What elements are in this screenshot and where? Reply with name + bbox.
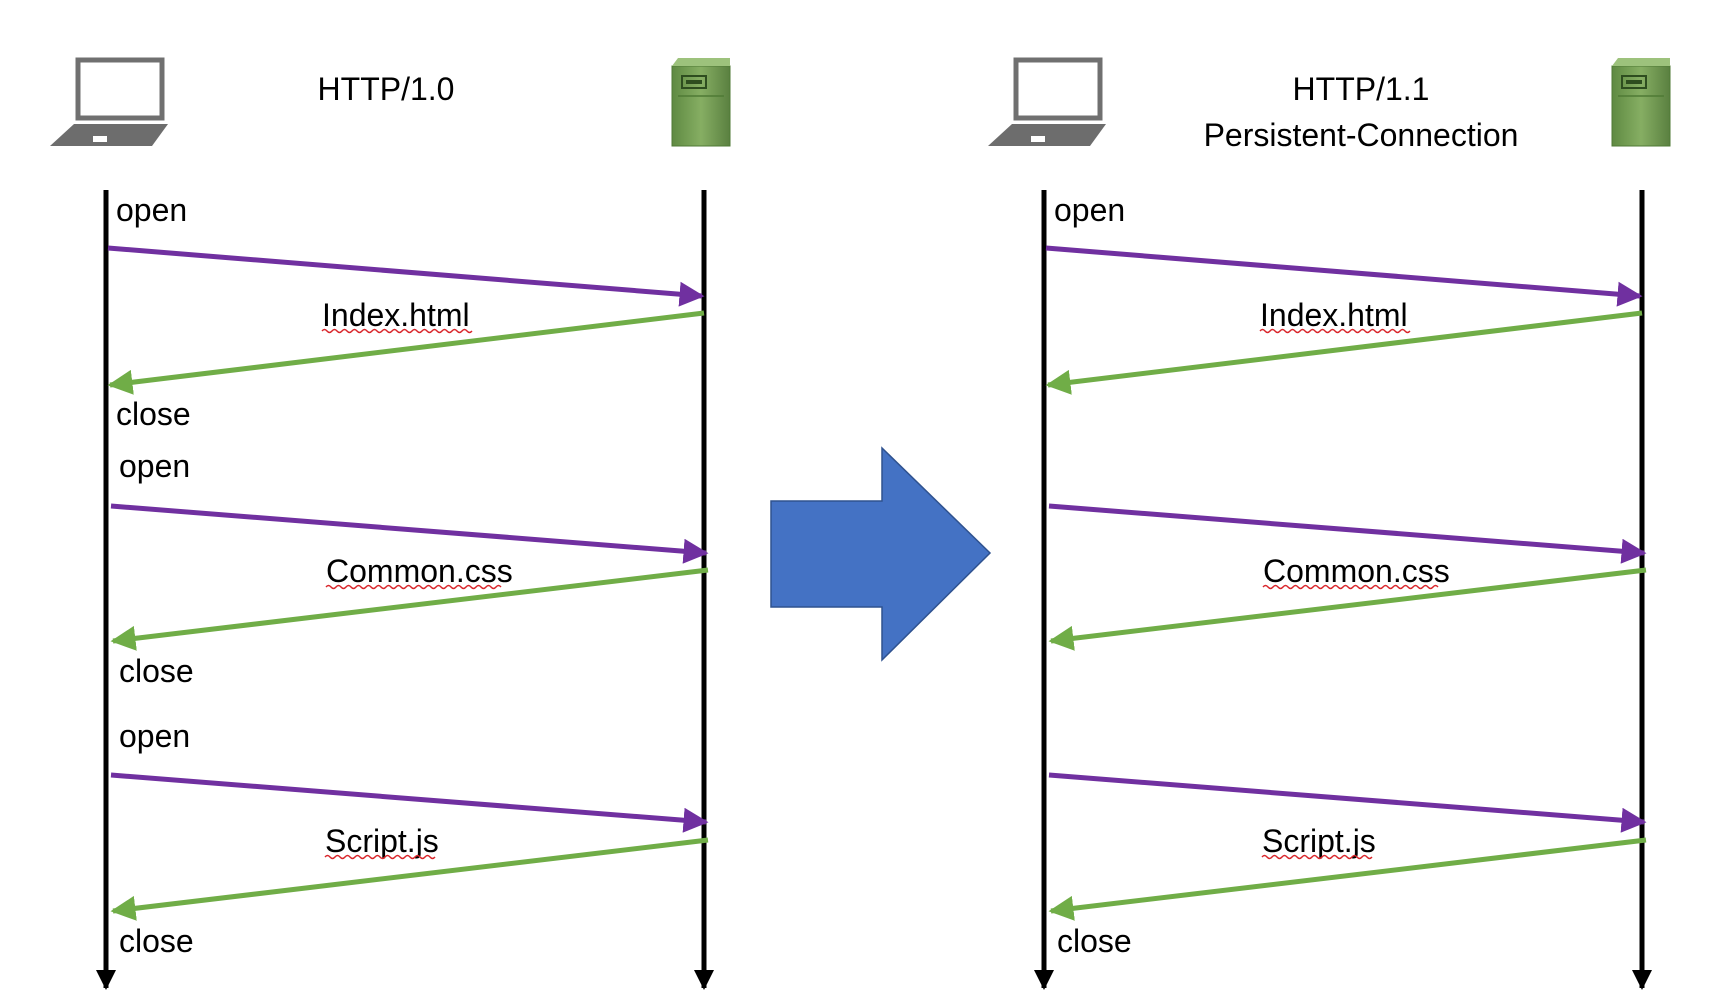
spellcheck-underline: [1261, 854, 1373, 860]
open-label: open: [1054, 192, 1125, 228]
spellcheck-underline: [1262, 584, 1439, 590]
http10-title: HTTP/1.0: [318, 71, 455, 107]
response-arrow: [1045, 310, 1643, 395]
request-arrow: [1048, 772, 1647, 833]
laptop-icon: [50, 57, 168, 146]
request-arrow: [110, 503, 709, 564]
spellcheck-underline: [321, 328, 473, 334]
file-label: Script.js: [325, 823, 439, 859]
response-arrow: [110, 837, 709, 921]
close-label: close: [119, 923, 194, 959]
spellcheck-underline: [324, 854, 436, 860]
panel-http11: HTTP/1.1 Persistent-Connection open Inde…: [988, 57, 1671, 990]
response-arrow: [1048, 567, 1647, 651]
http11-title: HTTP/1.1: [1293, 71, 1430, 107]
close-label: close: [116, 396, 191, 432]
server-icon: [1611, 58, 1671, 147]
http11-subtitle: Persistent-Connection: [1204, 117, 1519, 153]
file-label: Common.css: [326, 553, 513, 589]
close-label: close: [1057, 923, 1132, 959]
request-arrow: [107, 245, 705, 307]
response-arrow: [107, 310, 705, 395]
right-arrow: [770, 446, 992, 662]
spellcheck-underline: [1259, 328, 1411, 334]
laptop-icon: [988, 57, 1106, 146]
request-arrow: [1045, 245, 1643, 307]
open-label: open: [119, 448, 190, 484]
request-arrow: [1048, 503, 1647, 564]
server-icon: [671, 58, 731, 147]
response-arrow: [110, 567, 709, 651]
spellcheck-underline: [325, 584, 502, 590]
response-arrow: [1048, 837, 1647, 921]
request-arrow: [110, 772, 709, 833]
open-label: open: [116, 192, 187, 228]
file-label: Common.css: [1263, 553, 1450, 589]
panel-http10: HTTP/1.0 open Index.html close open Comm…: [50, 57, 731, 990]
file-label: Index.html: [322, 297, 470, 333]
file-label: Index.html: [1260, 297, 1408, 333]
file-label: Script.js: [1262, 823, 1376, 859]
close-label: close: [119, 653, 194, 689]
open-label: open: [119, 718, 190, 754]
